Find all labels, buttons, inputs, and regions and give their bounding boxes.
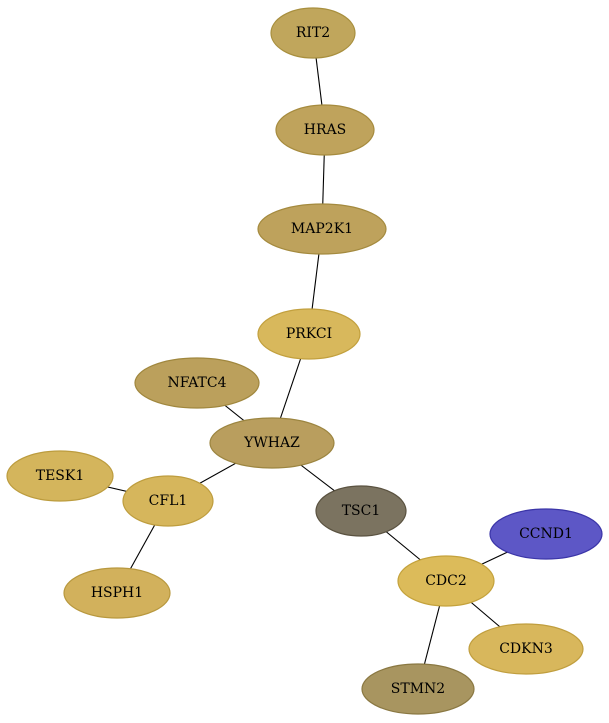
node-tesk1[interactable]: TESK1 (6, 450, 114, 502)
node-ellipse (63, 567, 171, 619)
node-ellipse (122, 475, 214, 527)
node-ywhaz[interactable]: YWHAZ (209, 417, 335, 469)
node-hsph1[interactable]: HSPH1 (63, 567, 171, 619)
node-label: NFATC4 (167, 375, 226, 391)
node-label: MAP2K1 (291, 221, 353, 237)
node-label: CCND1 (519, 526, 573, 542)
node-ellipse (315, 485, 407, 537)
node-ccnd1[interactable]: CCND1 (489, 508, 603, 560)
node-label: CDKN3 (499, 641, 553, 657)
node-map2k1[interactable]: MAP2K1 (257, 203, 387, 255)
node-label: CDC2 (425, 573, 467, 589)
node-stmn2[interactable]: STMN2 (361, 663, 475, 715)
node-label: TSC1 (342, 503, 381, 519)
node-ellipse (397, 555, 495, 607)
node-ellipse (257, 308, 361, 360)
node-ellipse (468, 623, 584, 675)
node-ellipse (134, 357, 260, 409)
node-label: HRAS (304, 122, 346, 138)
node-ellipse (257, 203, 387, 255)
node-ellipse (270, 7, 356, 59)
node-hras[interactable]: HRAS (275, 104, 375, 156)
node-ellipse (209, 417, 335, 469)
node-label: CFL1 (149, 493, 188, 509)
node-ellipse (489, 508, 603, 560)
node-ellipse (275, 104, 375, 156)
node-cdc2[interactable]: CDC2 (397, 555, 495, 607)
node-ellipse (6, 450, 114, 502)
node-nfatc4[interactable]: NFATC4 (134, 357, 260, 409)
node-label: TESK1 (36, 468, 85, 484)
node-label: HSPH1 (91, 585, 143, 601)
node-label: YWHAZ (243, 435, 300, 451)
node-tsc1[interactable]: TSC1 (315, 485, 407, 537)
node-rit2[interactable]: RIT2 (270, 7, 356, 59)
node-label: RIT2 (296, 25, 330, 41)
node-cfl1[interactable]: CFL1 (122, 475, 214, 527)
node-label: PRKCI (286, 326, 332, 342)
node-label: STMN2 (391, 681, 445, 697)
node-ellipse (361, 663, 475, 715)
node-prkci[interactable]: PRKCI (257, 308, 361, 360)
node-cdkn3[interactable]: CDKN3 (468, 623, 584, 675)
